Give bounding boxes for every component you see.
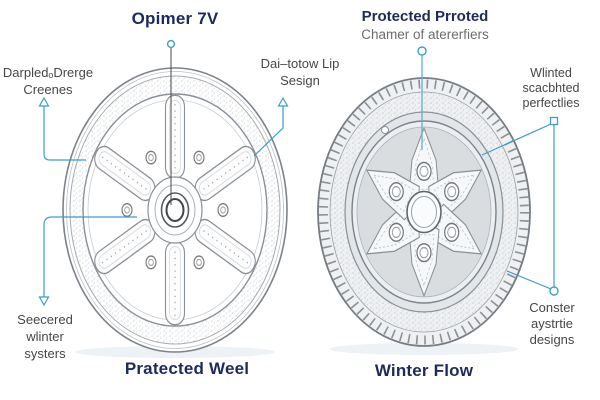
label-line: Sesign [280,73,320,88]
right-top-callout [417,46,427,150]
callout-circle-marker [549,286,559,296]
right-wheel-illustration [317,77,531,347]
label-line: DarpledₒDrerge [2,65,94,80]
label-line: aystrtie [531,316,573,331]
label-line: Dai–totow Lip [260,56,340,71]
left-wheel-title: Opimer 7V [131,9,219,28]
tire-tread-marks [319,79,529,345]
left-wheel-caption: Pratected Weel [124,359,250,378]
left-wheel-illustration [62,67,288,353]
label-line: Wlinted [530,66,572,80]
right-wheel-title-block: Protected Prroted Chamer of atererfiers [325,8,525,42]
callout-arrow-up-marker [38,96,50,107]
callout-arrow-up-marker [277,96,289,107]
left-left-callout [38,96,86,161]
label-line: designs [529,332,575,347]
label-line: Seecered [17,312,73,327]
label-dai-totow: Dai–totow Lip Sesign [250,55,350,89]
label-darpled-drerge: DarpledₒDrerge Creenes [0,64,96,98]
right-wheel-lug-nuts [388,161,460,263]
left-right-callout [253,96,289,157]
label-line: wlinter [26,329,64,344]
label-line: systers [24,346,66,361]
label-line: scacbhted [522,81,580,95]
label-line: perfectlies [522,96,580,110]
left-wheel-hub [147,176,203,244]
valve-stem-detail [381,126,389,134]
callout-arrow-down-marker [38,296,50,307]
left-top-callout [166,39,176,205]
left-wheel-bolts [121,150,229,270]
left-bottom-callout [38,216,137,307]
label-line: Conster [529,300,575,315]
label-seecered-wlinter: Seecered wlinter systers [0,311,90,362]
right-wheel-hub [406,190,442,234]
callout-square-marker [549,116,559,126]
left-wheel-spokes [94,94,256,326]
right-side-callout [481,116,559,296]
right-wheel-spokes [365,126,483,298]
label-conster-designs: Conster aystrtie designs [503,300,600,348]
right-wheel-subtitle: Chamer of atererfiers [361,27,489,42]
right-wheel-caption: Winter Flow [374,361,474,380]
callout-circle-marker [166,39,176,49]
label-wlinted-scacbhted: Wlinted scacbhted perfectlies [502,66,600,111]
right-wheel-shadow [329,343,519,355]
right-wheel-title: Protected Prroted [361,8,489,25]
label-line: Creenes [23,82,73,97]
callout-circle-marker [417,46,427,56]
